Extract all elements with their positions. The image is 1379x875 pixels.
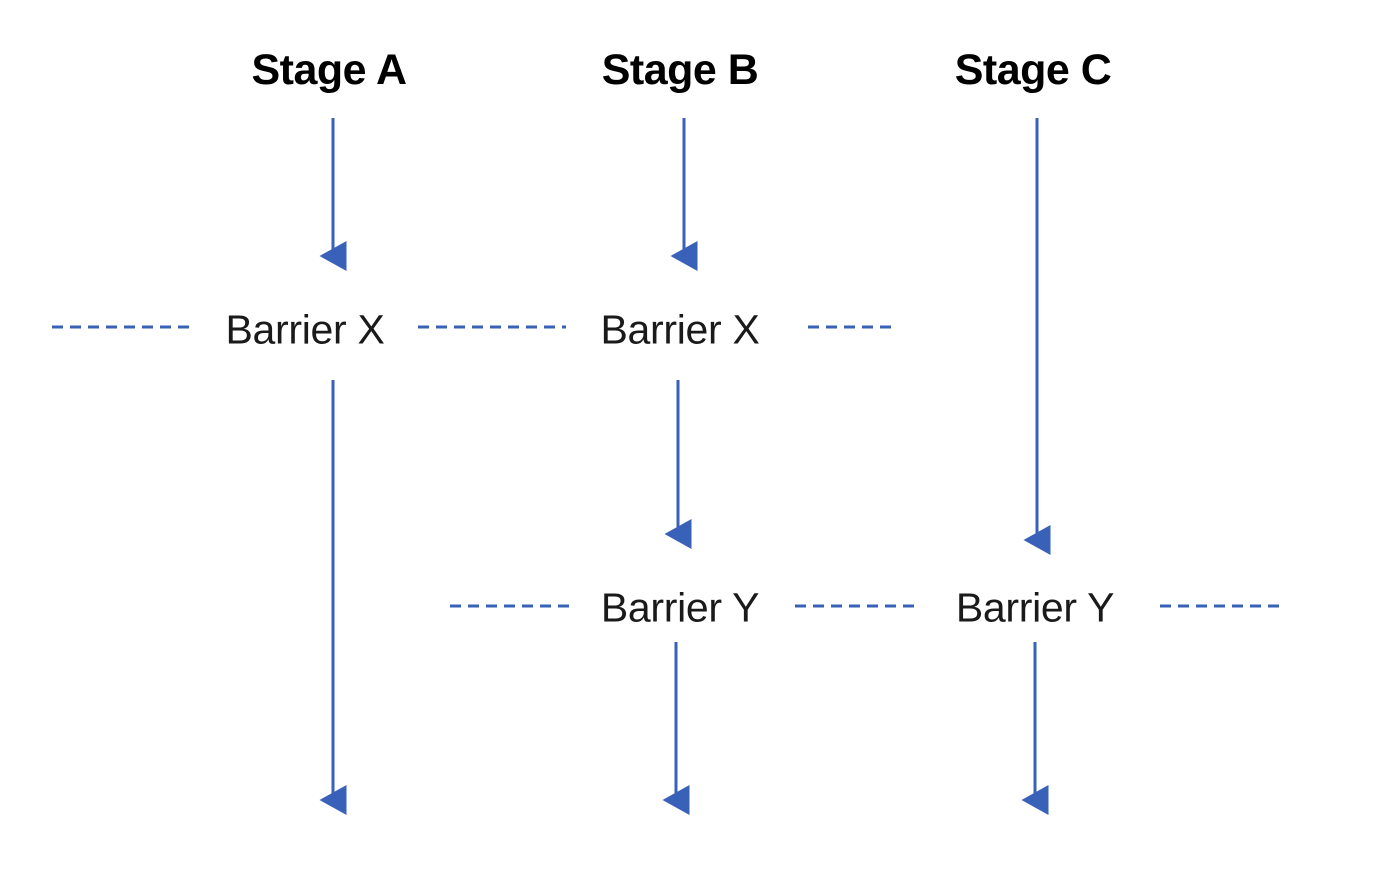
barrier-label-barrier-y-stage-b: Barrier Y xyxy=(591,584,769,632)
stage-header-stage-b: Stage B xyxy=(601,46,759,94)
barrier-label-barrier-x-stage-a: Barrier X xyxy=(216,306,394,354)
arrow-group xyxy=(319,118,1051,815)
stage-header-stage-a: Stage A xyxy=(251,46,408,94)
barrier-label-barrier-x-stage-b: Barrier X xyxy=(591,306,769,354)
dashed-connector-group xyxy=(52,325,1282,608)
barrier-label-barrier-y-stage-c: Barrier Y xyxy=(946,584,1124,632)
stage-header-stage-c: Stage C xyxy=(954,46,1112,94)
